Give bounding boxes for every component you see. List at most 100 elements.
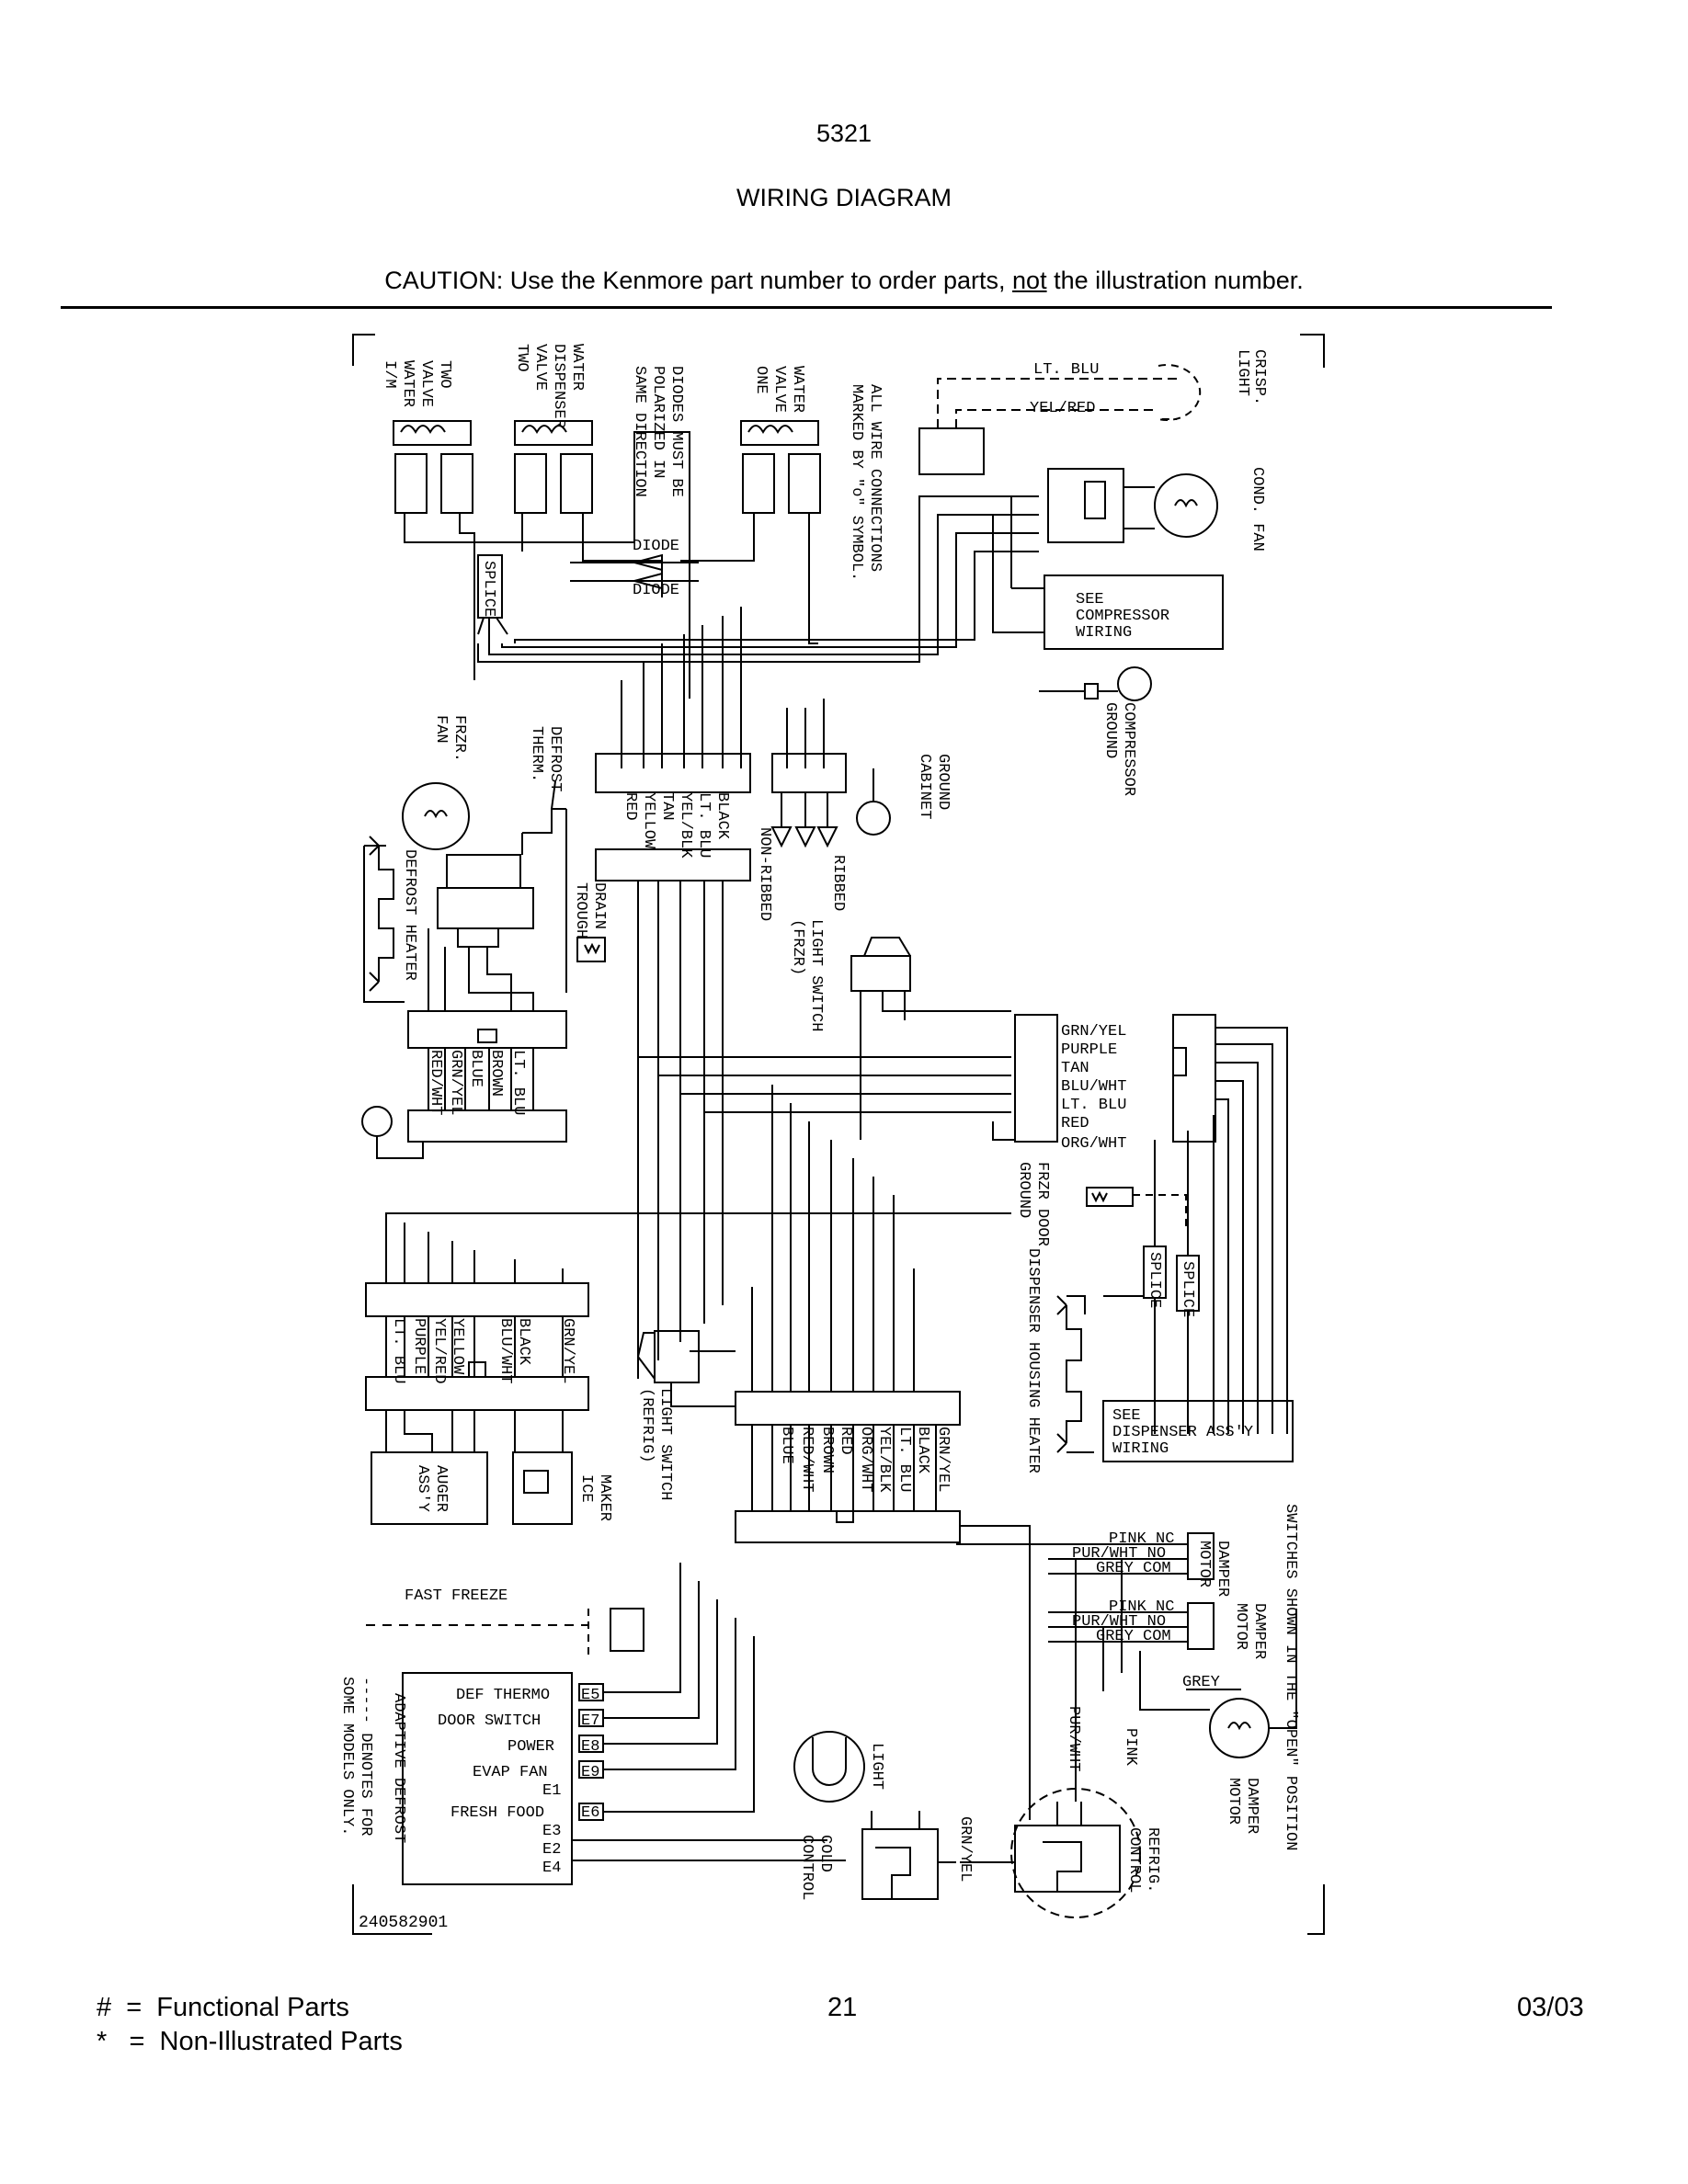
denotes-note-2: SOME MODELS ONLY. — [338, 1677, 356, 1836]
connections-note-2: MARKED BY "o" SYMBOL. — [848, 384, 865, 581]
damper-motor-2-label-2: MOTOR — [1232, 1603, 1249, 1650]
damper-1-nc: PINK NC — [1109, 1530, 1174, 1548]
dispenser-label-2: DISPENSER ASS'Y — [1112, 1424, 1253, 1441]
adaptive-label-e2: E2 — [542, 1841, 561, 1859]
top-wire-lt-blu: LT. BLU — [695, 792, 713, 858]
defrost-heater — [378, 846, 394, 982]
defrost-therm-label-1: DEFROST — [546, 726, 564, 791]
crisp-wire-bottom: YEL/RED — [1030, 400, 1095, 417]
left-wire-yellow: YELLOW — [449, 1318, 466, 1375]
door-wire-5: LT. BLU — [1061, 1097, 1126, 1114]
disp-valve-label-1: WATER — [568, 344, 586, 391]
dispenser-label-3: WIRING — [1112, 1440, 1169, 1458]
dispenser-valve-coil — [521, 425, 567, 435]
valve-one-label-2: VALVE — [770, 366, 788, 413]
door-wire-1: GRN/YEL — [1061, 1023, 1126, 1041]
top-wire-tan: TAN — [658, 792, 676, 821]
dispenser-heater-label: DISPENSER HOUSING HEATER — [1024, 1248, 1042, 1473]
diode-label-upper: DIODE — [633, 538, 679, 555]
model-number: 5321 — [815, 119, 873, 147]
diodes-note-2: POLARIZED IN — [649, 366, 667, 478]
frzr-door-ground-label-1: FRZR DOOR — [1033, 1162, 1051, 1246]
left-wire-grn-yel: GRN/YEL — [559, 1318, 576, 1383]
caution-text-1: CAUTION: Use the Kenmore part number to … — [384, 267, 1013, 294]
fan-wire-red-wht: RED/WHT — [427, 1050, 444, 1115]
door-harness-right — [1172, 1014, 1216, 1143]
im-valve-label-3: VALVE — [417, 360, 435, 407]
frzr-fan-motor — [402, 782, 470, 850]
light-label: LIGHT — [868, 1743, 885, 1790]
door-wire-3: TAN — [1061, 1060, 1089, 1077]
fan-wire-grn-yel: GRN/YEL — [447, 1050, 464, 1115]
main-wire-red: RED — [837, 1427, 854, 1455]
damper-motor-1-label-1: DAMPER — [1214, 1541, 1231, 1597]
damper-motor-label-1: DAMPER — [1243, 1778, 1260, 1834]
crisp-light-bulb — [1158, 364, 1202, 421]
main-wire-black: BLACK — [914, 1427, 931, 1474]
im-valve-label-1: I/M — [381, 360, 398, 389]
adaptive-defrost-label: ADAPTIVE DEFROST — [390, 1693, 407, 1843]
im-valve-label-4: TWO — [436, 360, 453, 389]
fan-connector — [407, 1010, 567, 1049]
door-harness-left — [1014, 1014, 1058, 1143]
grey-wire-label: GREY — [1182, 1674, 1220, 1691]
left-wire-purple: PURPLE — [410, 1318, 428, 1374]
ice-maker-label-2: MAKER — [596, 1474, 613, 1521]
valve-one — [742, 453, 775, 514]
top-wire-black: BLACK — [713, 792, 731, 840]
drain-trough-label-1: DRAIN — [590, 882, 608, 929]
crisp-light-connector — [918, 427, 985, 475]
diodes-note-1: DIODES MUST BE — [667, 366, 685, 497]
cond-fan-label: COND. FAN — [1249, 467, 1266, 552]
fan-wire-blue: BLUE — [467, 1050, 485, 1087]
damper-motor-2-label-1: DAMPER — [1250, 1603, 1268, 1659]
main-connector-lower — [735, 1510, 961, 1543]
door-wire-6: RED — [1061, 1115, 1089, 1132]
adaptive-code-e8: E8 — [581, 1738, 599, 1756]
defrost-therm — [521, 780, 566, 855]
damper-2-no: PUR/WHT NO — [1072, 1613, 1166, 1631]
defrost-heater-label: DEFROST HEATER — [401, 849, 418, 981]
cold-control — [861, 1828, 939, 1900]
lower-top-connector — [595, 848, 751, 882]
footer-non-illustrated: * = Non-Illustrated Parts — [97, 2027, 403, 2056]
diodes-note-3: SAME DIRECTION — [631, 366, 648, 497]
main-wire-grn-yel: GRN/YEL — [934, 1427, 952, 1492]
adaptive-code-e7: E7 — [581, 1712, 599, 1730]
auger-label-2: ASS'Y — [414, 1465, 431, 1512]
frzr-fan-label-2: FAN — [432, 715, 450, 744]
left-connector — [365, 1282, 589, 1317]
disp-valve-label-3: VALVE — [531, 344, 549, 391]
frzr-door-ground-label-2: GROUND — [1015, 1162, 1032, 1218]
fan-wire-brown: BROWN — [487, 1050, 505, 1097]
disp-valve-label-2: DISPENSER — [550, 344, 567, 428]
crisp-light-label-2: LIGHT — [1234, 349, 1251, 396]
im-valve-coil — [400, 425, 446, 435]
damper-2-com: GREY COM — [1096, 1628, 1171, 1645]
valve-one-coil — [747, 425, 793, 435]
fan-connector-lower — [407, 1109, 567, 1143]
crisp-light-label-1: CRISP. — [1250, 349, 1268, 405]
auger-label-1: AUGER — [432, 1465, 450, 1512]
defrost-therm-label-2: THERM. — [528, 726, 545, 782]
adaptive-code-e9: E9 — [581, 1764, 599, 1781]
page-title: WIRING DIAGRAM — [736, 184, 952, 211]
top-connector — [595, 753, 751, 793]
pink-wire-label: PINK — [1122, 1728, 1139, 1767]
ice-maker-label-1: ICE — [577, 1474, 595, 1503]
door-wire-2: PURPLE — [1061, 1041, 1117, 1059]
drain-trough — [576, 937, 606, 962]
adaptive-label-e1: E1 — [542, 1782, 561, 1800]
compressor-wiring-box — [1044, 574, 1224, 650]
im-valve-label-2: WATER — [399, 360, 416, 407]
top-wire-red: RED — [622, 792, 639, 821]
damper-1-com: GREY COM — [1096, 1560, 1171, 1577]
compressor-label-1: SEE — [1076, 591, 1104, 609]
light-bulb — [793, 1731, 865, 1803]
adaptive-defrost-board — [402, 1672, 573, 1885]
frzr-fan-label-1: FRZR. — [451, 715, 468, 762]
ribbed-label: RIBBED — [829, 855, 847, 911]
cold-control-label-1: COLD — [816, 1835, 834, 1872]
fast-freeze-label: FAST FREEZE — [405, 1587, 508, 1605]
